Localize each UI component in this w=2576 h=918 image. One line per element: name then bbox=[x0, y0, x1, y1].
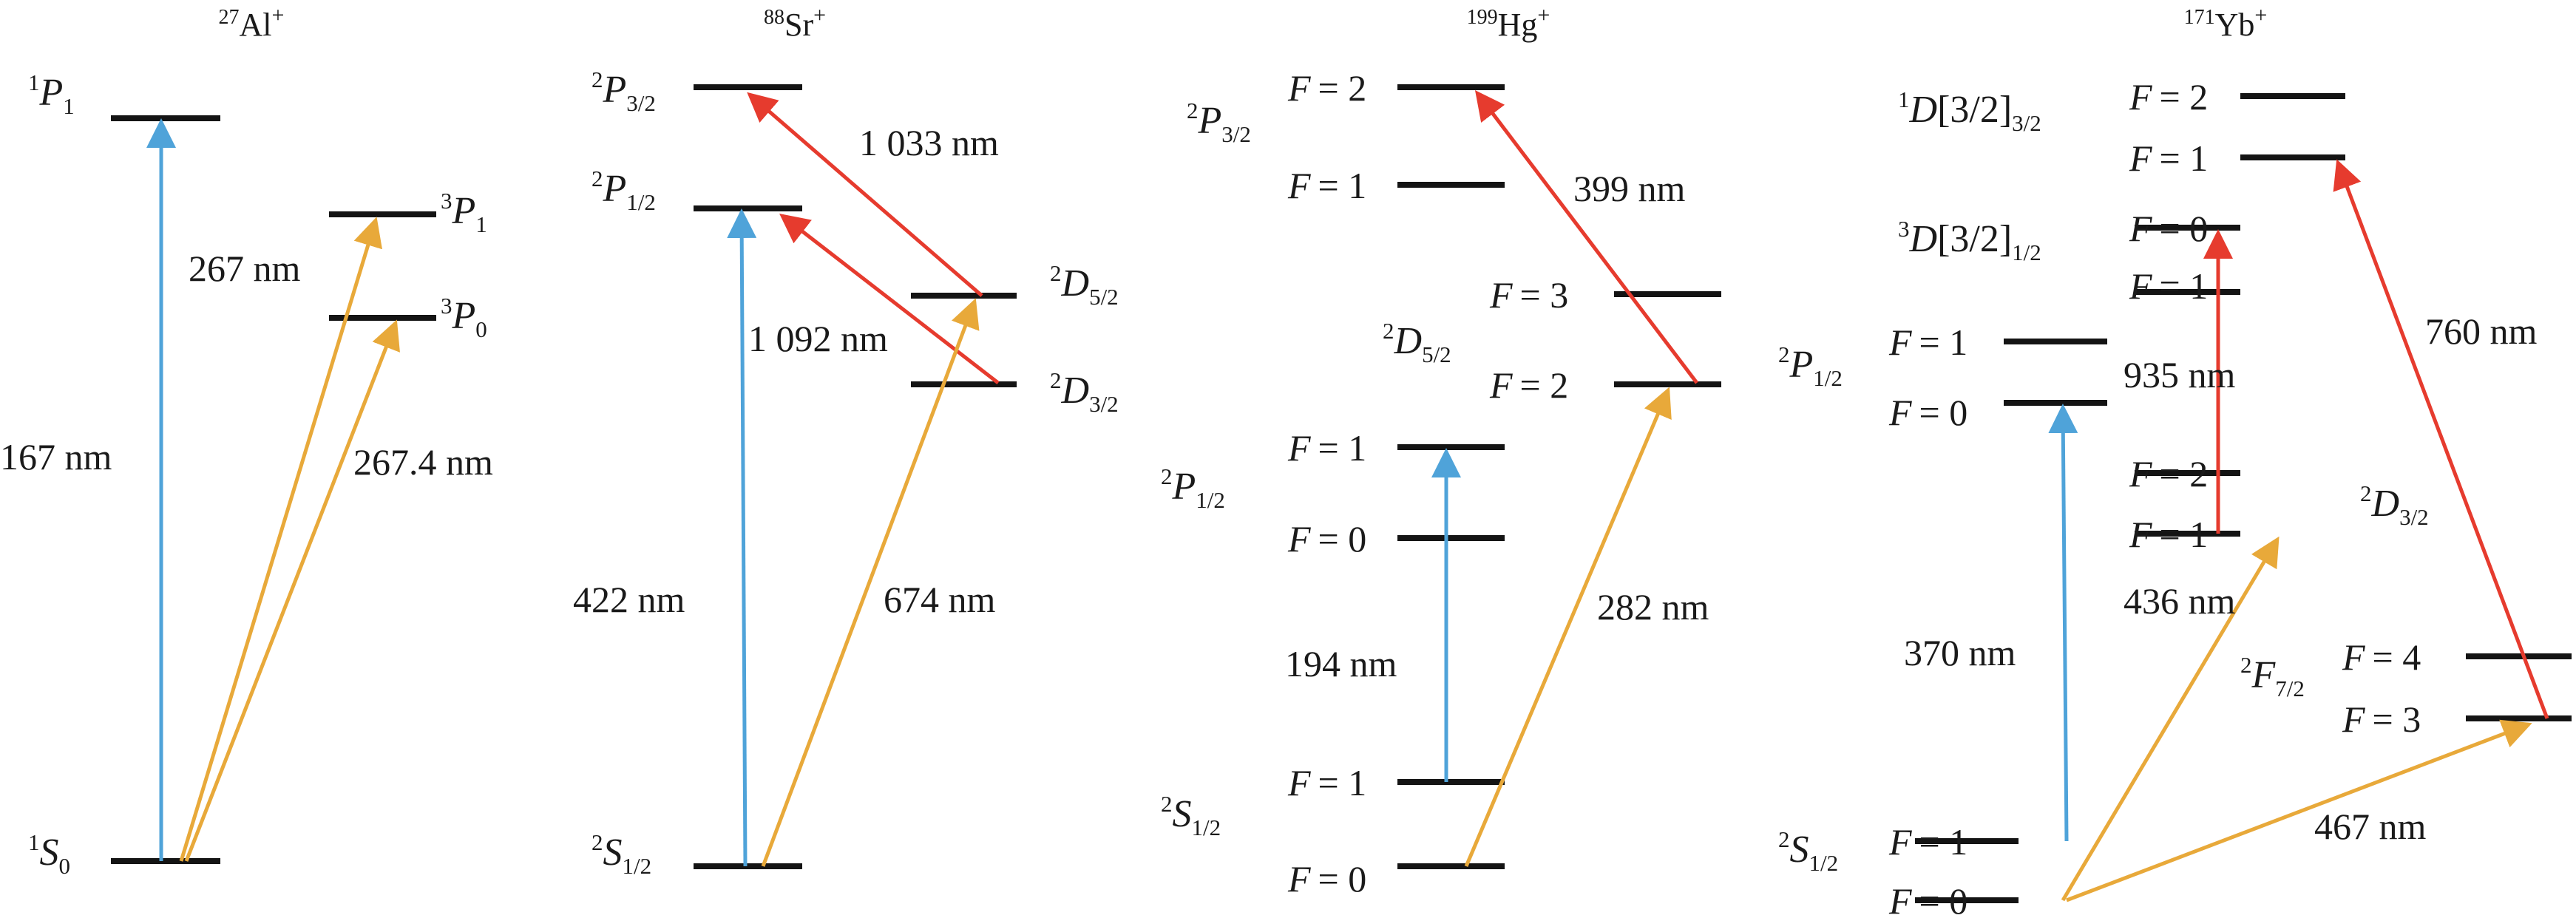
f-label-yb-3d-f0: F= 0 bbox=[2129, 208, 2208, 249]
state-label-yb-3d12: 3D[3/2]1/2 bbox=[1898, 216, 2041, 265]
transition-sr-1092 bbox=[779, 213, 1000, 384]
state-label-sr-2d32: 2D3/2 bbox=[1050, 367, 1119, 417]
f-label-yb-1d-f1: F= 1 bbox=[2129, 137, 2208, 179]
ion-al: 27Al+ 1P1 3P1 3P0 1S0 167 nm 267 nm 267.… bbox=[0, 3, 493, 879]
transition-al-2674 bbox=[184, 319, 400, 862]
state-label-al-3p0: 3P0 bbox=[441, 293, 487, 342]
wavelength-label-sr-422: 422 nm bbox=[573, 579, 685, 620]
wavelength-label-al-267: 267 nm bbox=[189, 248, 301, 289]
ion-title-sr: 88Sr+ bbox=[764, 3, 826, 43]
f-label-yb-2d32-f2: F= 2 bbox=[2129, 453, 2208, 494]
f-label-yb-3d-f1: F= 1 bbox=[2129, 265, 2208, 307]
state-label-hg-2s12: 2S1/2 bbox=[1161, 791, 1221, 840]
f-label-hg-2p32-f2: F= 2 bbox=[1287, 67, 1366, 109]
state-label-yb-1d32: 1D[3/2]3/2 bbox=[1898, 86, 2041, 136]
transition-yb-370 bbox=[2048, 404, 2078, 842]
wavelength-label-sr-674: 674 nm bbox=[884, 579, 996, 620]
state-label-yb-2f72: 2F7/2 bbox=[2240, 652, 2305, 701]
state-label-sr-2p12: 2P1/2 bbox=[592, 166, 656, 215]
ion-title-hg: 199Hg+ bbox=[1467, 3, 1550, 43]
f-label-yb-2s12-f0: F= 0 bbox=[1888, 880, 1967, 918]
ion-hg: 199Hg+ 2P3/2 2D5/2 2P1/2 2S1/2 F= 2 F= 1… bbox=[1161, 3, 1721, 900]
transition-yb-467 bbox=[2066, 719, 2532, 902]
wavelength-label-yb-935: 935 nm bbox=[2123, 354, 2236, 395]
state-label-sr-2d52: 2D5/2 bbox=[1050, 260, 1119, 310]
wavelength-label-yb-760: 760 nm bbox=[2425, 310, 2538, 352]
state-label-hg-2d52: 2D5/2 bbox=[1383, 318, 1451, 367]
f-label-yb-2s12-f1: F= 1 bbox=[1888, 821, 1967, 863]
f-label-hg-2p12-f0: F= 0 bbox=[1287, 518, 1366, 560]
state-label-hg-2p12: 2P1/2 bbox=[1161, 463, 1225, 513]
state-label-al-1p1: 1P1 bbox=[28, 69, 75, 119]
state-label-yb-2p12: 2P1/2 bbox=[1778, 341, 1843, 391]
transition-sr-674 bbox=[761, 298, 980, 867]
f-label-yb-2p12-f0: F= 0 bbox=[1888, 392, 1967, 433]
f-label-hg-2d52-f2: F= 2 bbox=[1489, 364, 1568, 406]
transition-hg-282 bbox=[1464, 387, 1672, 867]
state-label-al-1s0: 1S0 bbox=[28, 829, 70, 879]
state-label-yb-2d32: 2D3/2 bbox=[2360, 480, 2429, 530]
wavelength-label-sr-1092: 1 092 nm bbox=[748, 318, 888, 359]
wavelength-label-al-2674: 267.4 nm bbox=[353, 441, 493, 483]
state-label-yb-2s12: 2S1/2 bbox=[1778, 826, 1838, 876]
wavelength-label-al-167: 167 nm bbox=[0, 436, 112, 477]
wavelength-label-yb-436: 436 nm bbox=[2123, 580, 2236, 622]
ion-title-al: 27Al+ bbox=[219, 3, 285, 43]
f-label-yb-2f72-f4: F= 4 bbox=[2342, 636, 2421, 678]
f-label-hg-2s12-f1: F= 1 bbox=[1287, 762, 1366, 803]
transition-al-267 bbox=[179, 217, 382, 862]
f-label-hg-2p32-f1: F= 1 bbox=[1287, 165, 1366, 206]
state-label-sr-2p32: 2P3/2 bbox=[592, 67, 656, 116]
f-label-yb-1d-f2: F= 2 bbox=[2129, 76, 2208, 118]
wavelength-label-hg-194: 194 nm bbox=[1285, 643, 1397, 684]
wavelength-label-yb-370: 370 nm bbox=[1904, 632, 2016, 673]
f-label-yb-2f72-f3: F= 3 bbox=[2342, 698, 2421, 740]
wavelength-label-sr-1033: 1 033 nm bbox=[859, 122, 999, 163]
f-label-hg-2d52-f3: F= 3 bbox=[1489, 274, 1568, 316]
f-label-yb-2p12-f1: F= 1 bbox=[1888, 322, 1967, 363]
transition-sr-1033 bbox=[747, 92, 983, 297]
state-label-hg-2p32: 2P3/2 bbox=[1187, 98, 1251, 147]
f-label-hg-2s12-f0: F= 0 bbox=[1287, 858, 1366, 900]
ion-title-yb: 171Yb+ bbox=[2184, 3, 2268, 43]
wavelength-label-yb-467: 467 nm bbox=[2314, 806, 2427, 847]
wavelength-label-hg-282: 282 nm bbox=[1597, 586, 1709, 628]
ion-sr: 88Sr+ 2P3/2 2P1/2 2D5/2 2D3/2 2S1/2 1 03… bbox=[573, 3, 1119, 879]
f-label-hg-2p12-f1: F= 1 bbox=[1287, 427, 1366, 469]
transition-yb-760 bbox=[2333, 159, 2549, 719]
state-label-al-3p1: 3P1 bbox=[441, 188, 487, 237]
state-label-sr-2s12: 2S1/2 bbox=[592, 829, 651, 879]
ion-yb: 171Yb+ 1D[3/2]3/2 3D[3/2]1/2 2P1/2 2D3/2… bbox=[1778, 3, 2572, 918]
transition-sr-422 bbox=[727, 208, 757, 867]
transition-yb-436 bbox=[2061, 536, 2280, 902]
wavelength-label-hg-399: 399 nm bbox=[1573, 168, 1686, 209]
f-label-yb-2d32-f1: F= 1 bbox=[2129, 514, 2208, 555]
transition-hg-399 bbox=[1474, 90, 1698, 384]
